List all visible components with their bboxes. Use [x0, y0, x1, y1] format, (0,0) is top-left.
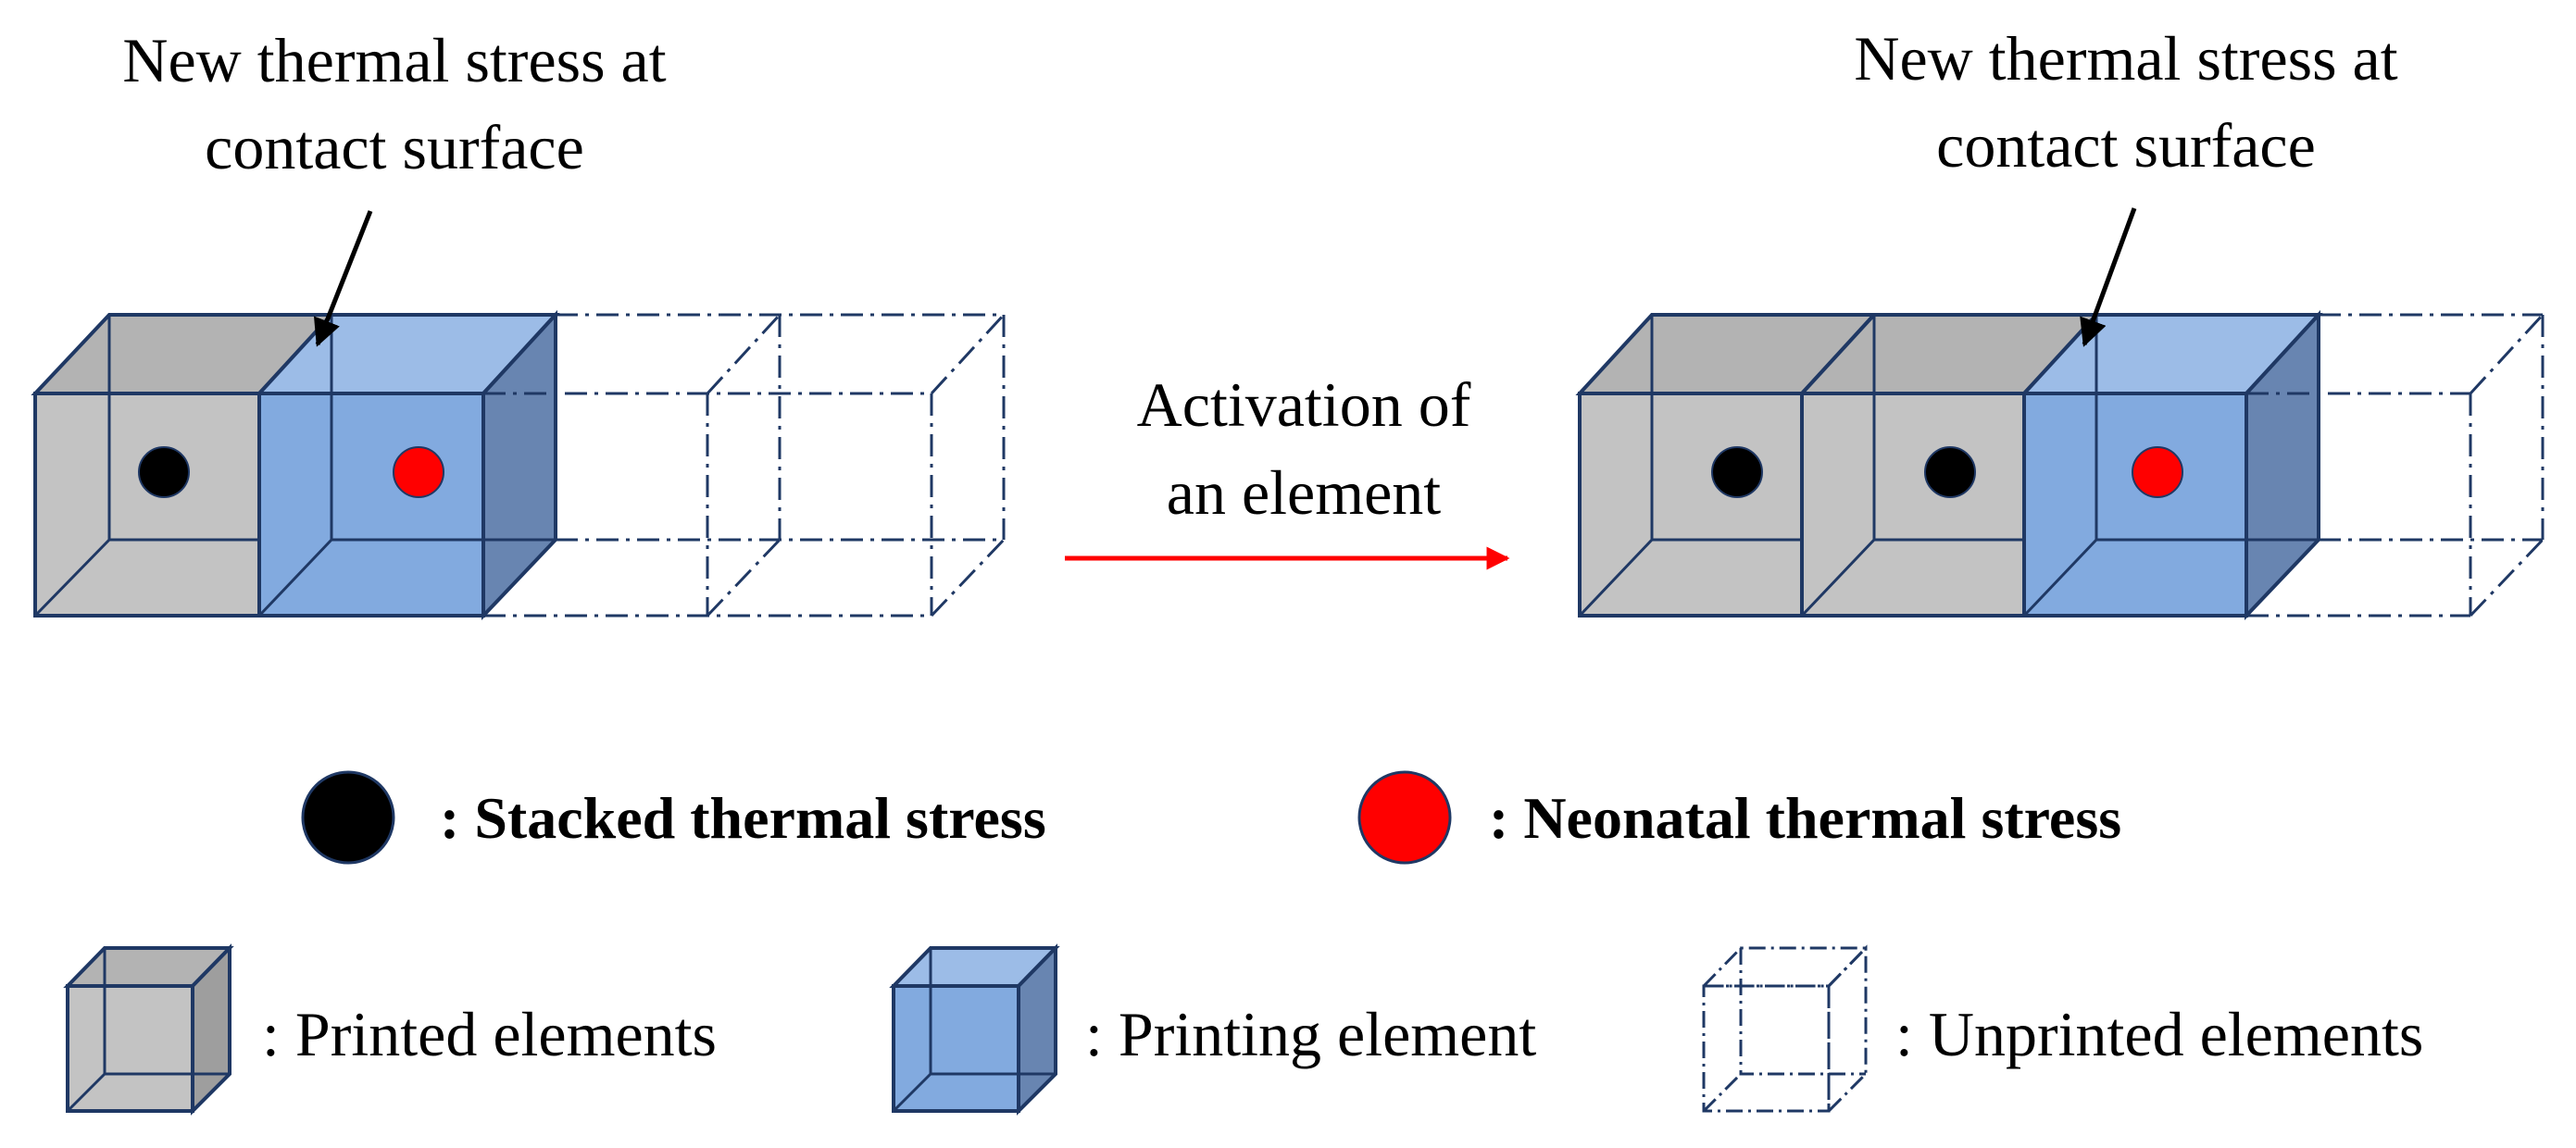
right-pointer-arrow [2080, 207, 2137, 347]
legend-printed: : Printed elements [63, 943, 717, 1116]
neonatal-stress-dot [2132, 446, 2183, 498]
legend-printing-label: : Printing element [1085, 999, 1536, 1069]
legend-stacked-label: : Stacked thermal stress [440, 785, 1046, 851]
legend-stacked-dot [301, 770, 395, 865]
printed-cube [1575, 313, 1879, 618]
left-annotation-line2: contact surface [205, 112, 584, 182]
transition-line1: Activation of [1137, 369, 1471, 440]
unprinted-cubes [483, 313, 1006, 618]
legend-printed-label: : Printed elements [262, 999, 717, 1069]
legend-unprinted-label: : Unprinted elements [1895, 999, 2423, 1069]
stacked-stress-dot [1924, 446, 1976, 498]
legend-neonatal-label: : Neonatal thermal stress [1489, 785, 2121, 851]
legend-neonatal-dot [1357, 770, 1452, 865]
stacked-stress-dot [1711, 446, 1763, 498]
left-pointer-arrow [313, 210, 373, 347]
unprinted-cube [2246, 313, 2545, 618]
left-annotation-line1: New thermal stress at [122, 25, 666, 95]
right-annotation-line2: contact surface [1936, 110, 2316, 181]
legend-stacked: : Stacked thermal stress [301, 770, 1046, 865]
printed-cube [1797, 313, 2101, 618]
right-assembly [1575, 207, 2545, 621]
right-annotation-line1: New thermal stress at [1854, 23, 2397, 94]
stacked-stress-dot [138, 446, 190, 498]
printed-cube [31, 313, 336, 618]
legend-printing: : Printing element [889, 943, 1536, 1116]
legend-neonatal: : Neonatal thermal stress [1357, 770, 2121, 865]
transition-line2: an element [1167, 457, 1442, 528]
legend-printed-cube [63, 943, 234, 1116]
left-assembly [31, 210, 1006, 621]
legend-unprinted: : Unprinted elements [1700, 944, 2423, 1115]
neonatal-stress-dot [393, 446, 444, 498]
legend-printing-cube [889, 943, 1060, 1116]
legend-unprinted-cube [1700, 944, 1869, 1115]
